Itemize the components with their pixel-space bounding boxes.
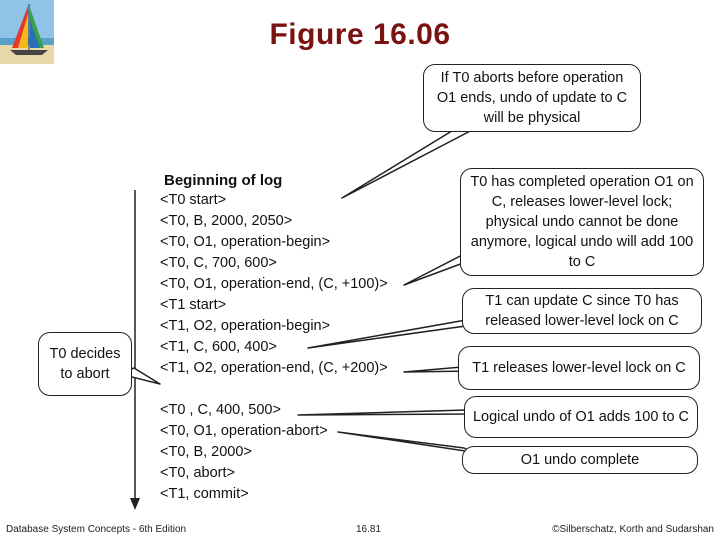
- log-entry: <T0, B, 2000>: [160, 444, 252, 460]
- callout-abort-before-text: If T0 aborts before operation O1 ends, u…: [436, 70, 628, 126]
- log-entry: <T0, abort>: [160, 465, 235, 481]
- footer-right: ©Silberschatz, Korth and Sudarshan: [552, 524, 714, 535]
- footer-left: Database System Concepts - 6th Edition: [6, 524, 187, 535]
- page-title: Figure 16.06: [269, 18, 451, 51]
- callout-undo-complete-text: O1 undo complete: [520, 452, 640, 468]
- log-heading: Beginning of log: [164, 172, 283, 189]
- log-entry: <T0, O1, operation-abort>: [160, 423, 328, 439]
- callout-abort-before: If T0 aborts before operation O1 ends, u…: [423, 64, 641, 132]
- callout-logical-undo: Logical undo of O1 adds 100 to C: [464, 396, 698, 438]
- callout-undo-complete: O1 undo complete: [462, 446, 698, 474]
- callout-logical-undo-text: Logical undo of O1 adds 100 to C: [472, 409, 690, 425]
- callout-t1-update-text: T1 can update C since T0 has released lo…: [485, 293, 679, 329]
- log-entry: <T0, O1, operation-begin>: [160, 234, 331, 250]
- log-entry: <T1, O2, operation-begin>: [160, 318, 331, 334]
- log-entry: <T0, C, 700, 600>: [160, 255, 277, 271]
- callout-completed: T0 has completed operation O1 on C, rele…: [460, 168, 704, 276]
- footer-center: 16.81: [356, 524, 382, 535]
- callout-t1-release: T1 releases lower-level lock on C: [458, 346, 700, 390]
- log-entry: <T0, O1, operation-end, (C, +100)>: [160, 276, 388, 292]
- log-entry: <T1, commit>: [160, 486, 249, 502]
- log-entry: <T0 , C, 400, 500>: [160, 402, 281, 418]
- sailboat-logo: [0, 0, 54, 64]
- log-entry: <T1 start>: [160, 297, 227, 313]
- callout-decides-abort: T0 decides to abort: [38, 332, 132, 396]
- callout-t1-update: T1 can update C since T0 has released lo…: [462, 288, 702, 334]
- log-entry: <T0, B, 2000, 2050>: [160, 213, 293, 229]
- callout-decides-abort-text: T0 decides to abort: [49, 346, 121, 382]
- callout-completed-text: T0 has completed operation O1 on C, rele…: [470, 174, 694, 270]
- log-entry: <T0 start>: [160, 192, 227, 208]
- callout-t1-release-text: T1 releases lower-level lock on C: [472, 360, 686, 376]
- log-entry: <T1, O2, operation-end, (C, +200)>: [160, 360, 388, 376]
- log-entry: <T1, C, 600, 400>: [160, 339, 277, 355]
